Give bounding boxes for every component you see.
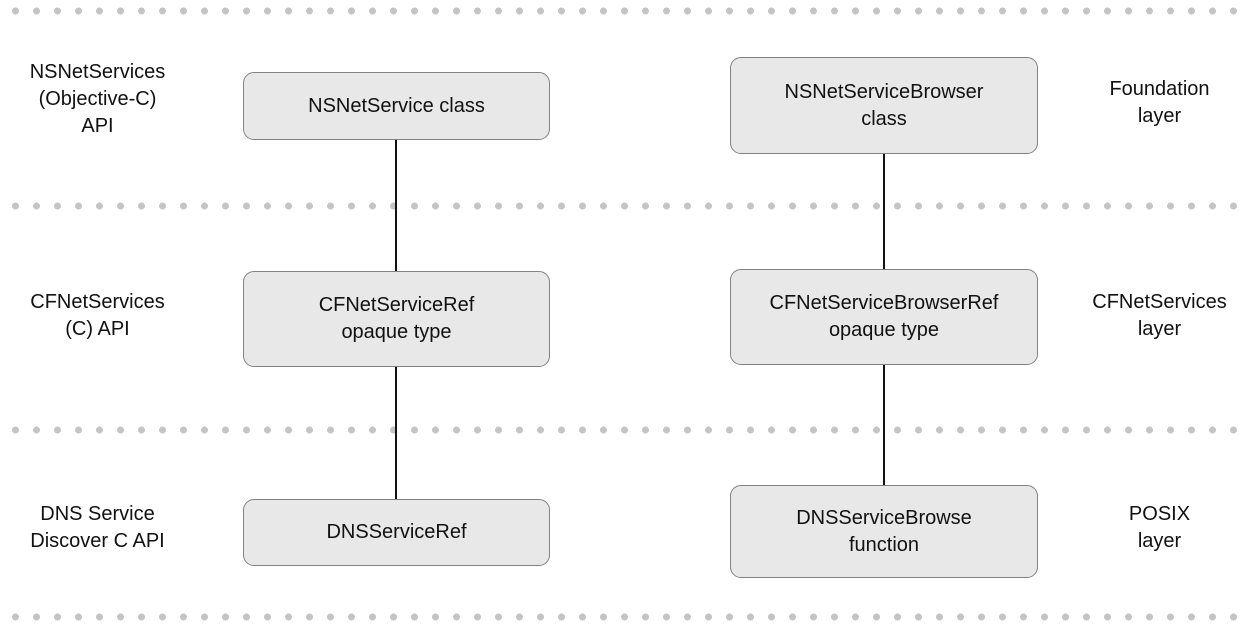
dotted-separator-cfnet-posix [0, 426, 1249, 434]
box-cfnetserviceref: CFNetServiceRef opaque type [243, 271, 550, 367]
label-nsnetservices-api: NSNetServices (Objective-C) API [29, 61, 166, 137]
connector-nsnetservicebrowser-to-cfnetservicebrowserref [883, 154, 885, 269]
box-dnsserviceref: DNSServiceRef [243, 499, 550, 566]
label-cfnetservices-api: CFNetServices (C) API [30, 291, 165, 340]
box-cfnetservicebrowserref: CFNetServiceBrowserRef opaque type [730, 269, 1038, 365]
label-dns-service-discover-api: DNS Service Discover C API [30, 503, 165, 552]
dotted-separator-bottom [0, 613, 1249, 621]
label-cfnetservices-layer: CFNetServices layer [1092, 291, 1227, 340]
label-posix-layer: POSIX layer [1128, 503, 1191, 552]
box-nsnetservicebrowser-class: NSNetServiceBrowser class [730, 57, 1038, 154]
dotted-separator-foundation-cfnet [0, 202, 1249, 210]
dotted-separator-top [0, 7, 1249, 15]
label-foundation-layer: Foundation layer [1109, 78, 1210, 127]
connector-nsnetservice-to-cfnetserviceref [395, 140, 397, 271]
connector-cfnetservicebrowserref-to-dnsservicebrowse [883, 365, 885, 485]
connector-cfnetserviceref-to-dnsserviceref [395, 367, 397, 499]
box-nsnetservice-class: NSNetService class [243, 72, 550, 140]
box-dnsservicebrowse-function: DNSServiceBrowse function [730, 485, 1038, 578]
